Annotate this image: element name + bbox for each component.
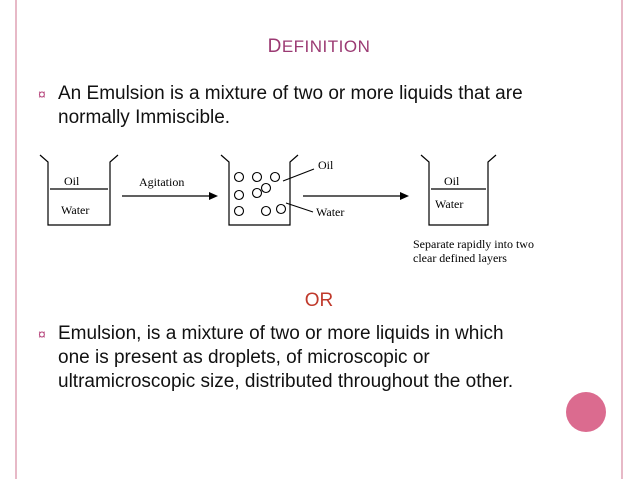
bullet-icon: ¤ — [38, 86, 46, 102]
water-pointer-line — [285, 202, 314, 213]
beaker-3 — [420, 154, 497, 226]
beaker-2-oil-label: Oil — [318, 158, 334, 172]
beaker-1-water-label: Water — [61, 203, 89, 217]
decorative-circle — [566, 392, 606, 432]
left-border-line — [15, 0, 17, 479]
agitation-label: Agitation — [139, 175, 184, 189]
beaker-2 — [220, 154, 299, 226]
arrow-right-icon — [122, 192, 218, 200]
caption-line-2: clear defined layers — [413, 251, 507, 265]
droplets — [233, 171, 287, 217]
beaker-1 — [39, 154, 119, 226]
beaker-1-oil-label: Oil — [64, 174, 80, 188]
beaker-3-oil-label: Oil — [444, 174, 460, 188]
oil-pointer-line — [282, 168, 315, 182]
caption-line-1: Separate rapidly into two — [413, 237, 534, 251]
paragraph-definition-1: An Emulsion is a mixture of two or more … — [58, 83, 523, 128]
paragraph-definition-2: Emulsion, is a mixture of two or more li… — [58, 323, 514, 392]
beaker-2-water-label: Water — [316, 205, 344, 219]
right-border-line — [621, 0, 623, 479]
or-separator: OR — [304, 290, 334, 311]
bullet-icon-2: ¤ — [38, 326, 46, 342]
beaker-3-water-label: Water — [435, 197, 463, 211]
slide-title: DEFINITION — [267, 36, 371, 57]
arrow-right-icon-2 — [303, 192, 409, 200]
